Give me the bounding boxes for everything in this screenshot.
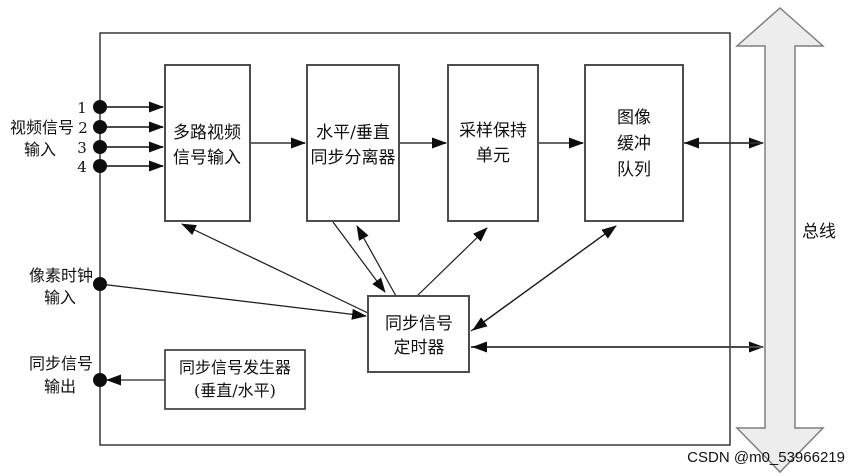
- video-input-label-1: 视频信号: [10, 118, 74, 137]
- channel-4-node: [93, 159, 107, 173]
- block-generator-label-2: (垂直/水平): [194, 381, 276, 400]
- channel-3-node: [93, 140, 107, 154]
- bus-arrow: [735, 6, 825, 474]
- channel-2-number: 2: [78, 119, 88, 137]
- block-image-buffer-label-2: 缓冲: [617, 134, 651, 154]
- block-sample-hold: [447, 64, 539, 222]
- bus-label: 总线: [802, 222, 836, 242]
- board-outline: [99, 32, 731, 446]
- block-multi-video-label-1: 多路视频: [173, 123, 241, 143]
- block-separator-label-2: 同步分离器: [311, 148, 396, 168]
- arrow-pixelclock-to-timer: [99, 283, 367, 320]
- sync-output-node: [93, 373, 107, 387]
- channel-3-number: 3: [77, 139, 87, 157]
- block-timer-label-1: 同步信号: [385, 314, 453, 334]
- watermark-text: CSDN @m0_53966219: [687, 449, 845, 466]
- block-image-buffer: [584, 64, 684, 222]
- channel-2-node: [93, 120, 107, 134]
- block-sample-hold-label-2: 单元: [476, 146, 510, 166]
- arrow-timer-to-samplehold: [416, 227, 488, 297]
- pixel-clock-label-1: 像素时钟: [29, 266, 93, 285]
- arrow-buffer-to-timer: [472, 225, 617, 331]
- block-sync-timer: [367, 295, 470, 373]
- sync-output-label-1: 同步信号: [29, 354, 93, 373]
- block-sample-hold-label-1: 采样保持: [459, 121, 527, 141]
- video-input-label-2: 输入: [24, 140, 56, 159]
- block-separator-label-1: 水平/垂直: [316, 123, 390, 143]
- arrow-timer-to-separator: [356, 225, 397, 297]
- channel-4-number: 4: [77, 158, 87, 176]
- block-generator-label-1: 同步信号发生器: [179, 358, 291, 377]
- block-multi-video-input: [164, 64, 251, 222]
- block-image-buffer-label-1: 图像: [617, 108, 651, 128]
- pixel-clock-node: [93, 277, 107, 291]
- block-sync-generator: [164, 349, 306, 410]
- block-sync-separator: [306, 64, 400, 222]
- block-timer-label-2: 定时器: [394, 338, 445, 358]
- pixel-clock-label-2: 输入: [44, 288, 76, 307]
- sync-output-label-2: 输出: [44, 377, 76, 396]
- arrow-separator-to-timer: [332, 221, 386, 293]
- block-image-buffer-label-3: 队列: [617, 160, 651, 180]
- channel-1-node: [93, 100, 107, 114]
- block-multi-video-label-2: 信号输入: [173, 148, 241, 168]
- arrow-timer-to-multivideo: [181, 223, 369, 314]
- channel-1-number: 1: [77, 99, 87, 117]
